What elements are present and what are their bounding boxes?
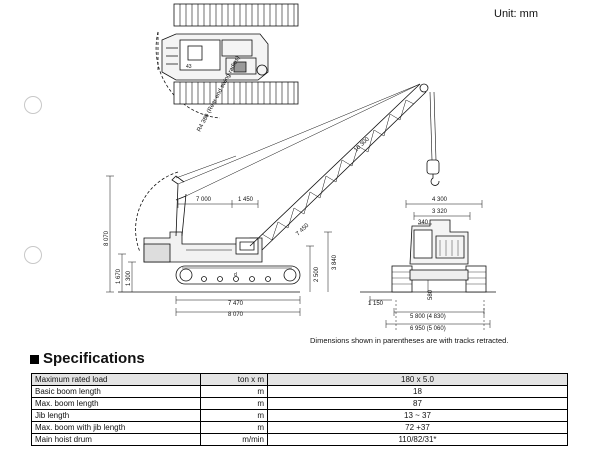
dim-front-width-mid: 3 320 <box>432 209 448 215</box>
dim-ground-clearance: 1 150 <box>368 301 384 307</box>
dim-overall-width: 6 950 (5 060) <box>410 326 446 332</box>
dim-upper-height-1: 1 670 <box>116 268 122 284</box>
square-bullet-icon <box>30 355 39 364</box>
spec-unit-cell: m/min <box>200 433 268 446</box>
spec-value-cell: 87 <box>267 397 568 410</box>
dim-front-width-small: 340 <box>418 220 429 226</box>
spec-name-cell: Basic boom length <box>31 385 201 398</box>
dim-boom-foot: 7 000 <box>196 197 212 203</box>
spec-name-cell: Main hoist drum <box>31 433 201 446</box>
dim-front-width-top: 4 300 <box>432 197 448 203</box>
dim-track-gauge: 5 800 (4 830) <box>410 314 446 320</box>
dimensions-note: Dimensions shown in parentheses are with… <box>310 336 509 345</box>
spec-name-cell: Jib length <box>31 409 201 422</box>
dim-boom-offset: 1 450 <box>238 197 254 203</box>
spec-value-cell: 180 x 5.0 <box>267 373 568 386</box>
svg-text:43: 43 <box>186 64 192 70</box>
dim-overall-length: 8 070 <box>228 312 244 318</box>
specifications-heading: Specifications <box>30 350 145 367</box>
punch-hole-top <box>24 96 42 114</box>
spec-name-cell: Max. boom length <box>31 397 201 410</box>
spec-value-cell: 72 +37 <box>267 421 568 434</box>
top-view: 43 R4 380 (Rear end swing radius) <box>155 3 299 133</box>
spec-unit-cell: m <box>200 385 268 398</box>
side-view: d <box>104 83 440 318</box>
spec-name-cell: Maximum rated load <box>31 373 201 386</box>
spec-unit-cell: m <box>200 421 268 434</box>
dim-cab-height: 2 500 <box>314 266 320 282</box>
spec-value-cell: 13 ~ 37 <box>267 409 568 422</box>
dim-overall-height-2: 3 840 <box>332 254 338 270</box>
spec-name-cell: Max. boom with jib length <box>31 421 201 434</box>
unit-label: Unit: mm <box>494 8 538 20</box>
dim-track-height: 580 <box>428 289 434 300</box>
specifications-title: Specifications <box>43 350 145 367</box>
spec-value-cell: 18 <box>267 385 568 398</box>
front-view: 4 300 3 320 340 1 150 580 5 800 (4 830) … <box>360 197 496 332</box>
dim-upper-height-2: 1 300 <box>126 270 132 286</box>
spec-unit-cell: ton x m <box>200 373 268 386</box>
dim-overall-height: 8 070 <box>104 230 110 246</box>
spec-value-cell: 110/82/31* <box>267 433 568 446</box>
dim-track-length: 7 470 <box>228 301 244 307</box>
punch-hole-bottom <box>24 246 42 264</box>
svg-text:d: d <box>234 272 237 278</box>
dim-jib: 7 450 <box>295 222 311 237</box>
spec-unit-cell: m <box>200 409 268 422</box>
spec-unit-cell: m <box>200 397 268 410</box>
